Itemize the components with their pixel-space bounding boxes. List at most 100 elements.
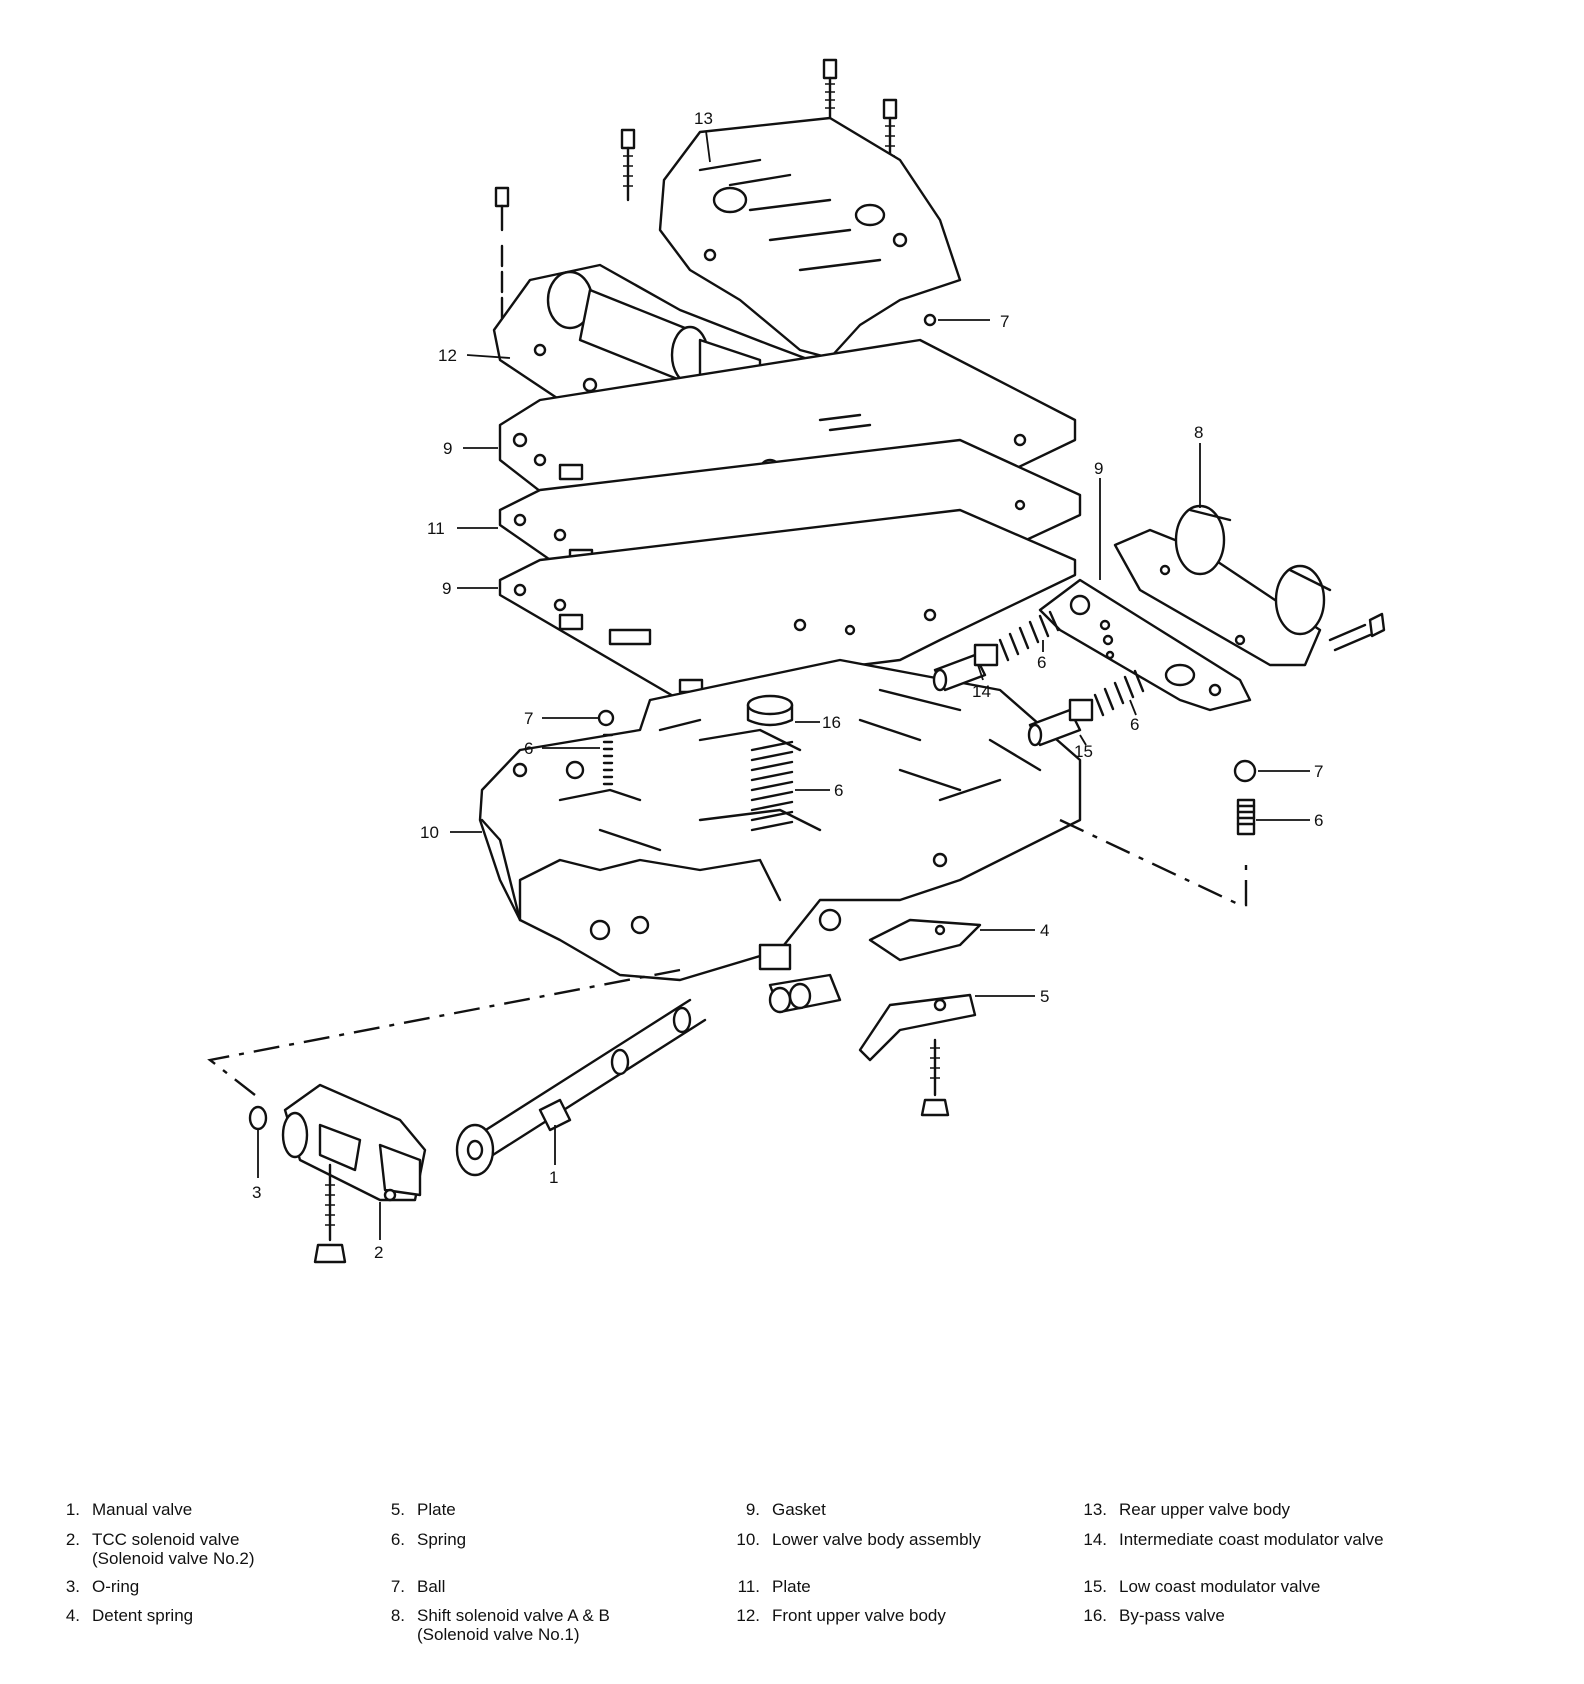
guide-line-right bbox=[1059, 818, 1248, 907]
legend-label: TCC solenoid valve(Solenoid valve No.2) bbox=[92, 1530, 255, 1568]
legend-label: By-pass valve bbox=[1119, 1606, 1225, 1625]
callout-7: 7 bbox=[1000, 312, 1009, 331]
rear-upper-valve-body bbox=[658, 116, 962, 360]
lower-valve-body-assembly bbox=[478, 658, 1082, 982]
legend-label-line: TCC solenoid valve bbox=[92, 1530, 240, 1549]
legend-label-line: Manual valve bbox=[92, 1500, 193, 1519]
callout-5: 5 bbox=[1040, 987, 1049, 1006]
legend-number: 11. bbox=[737, 1577, 760, 1596]
legend-number: 13. bbox=[1083, 1500, 1107, 1519]
callout-7: 7 bbox=[524, 709, 533, 728]
shift-solenoid-valve bbox=[1113, 504, 1332, 667]
legend-label: Rear upper valve body bbox=[1119, 1500, 1290, 1519]
spring-right bbox=[1236, 798, 1256, 836]
callout-16: 16 bbox=[822, 713, 841, 732]
legend-label: Lower valve body assembly bbox=[772, 1530, 981, 1549]
legend-label-line: Lower valve body assembly bbox=[772, 1530, 981, 1549]
legend-label-line: Ball bbox=[417, 1577, 446, 1596]
legend-label: Shift solenoid valve A & B(Solenoid valv… bbox=[417, 1606, 610, 1644]
manual-valve bbox=[455, 998, 707, 1177]
callout-14: 14 bbox=[972, 682, 991, 701]
legend-label-line: Rear upper valve body bbox=[1119, 1500, 1291, 1519]
callout-9: 9 bbox=[442, 579, 451, 598]
by-pass-valve bbox=[746, 694, 794, 727]
callout-6: 6 bbox=[1314, 811, 1323, 830]
solenoid-2-bolt bbox=[313, 1163, 347, 1264]
callout-6: 6 bbox=[1037, 653, 1046, 672]
bolt-rear-right bbox=[882, 98, 898, 174]
legend-label-line: Front upper valve body bbox=[772, 1606, 946, 1625]
legend-label: Spring bbox=[417, 1530, 466, 1549]
bolt-rear-left bbox=[822, 58, 838, 124]
solenoid-gasket bbox=[1038, 578, 1252, 712]
legend-number: 10. bbox=[736, 1530, 760, 1549]
callout-9: 9 bbox=[443, 439, 452, 458]
callout-labels: 13 7 12 9 11 9 9 8 6 14 6 15 7 6 16 6 10… bbox=[252, 109, 1323, 1262]
callout-6: 6 bbox=[1130, 715, 1139, 734]
o-ring bbox=[248, 1105, 268, 1131]
exploded-valve-body-diagram: 13 7 12 9 11 9 9 8 6 14 6 15 7 6 16 6 10… bbox=[207, 58, 1386, 1264]
legend-number: 14. bbox=[1083, 1530, 1107, 1549]
gasket-bottom bbox=[498, 508, 1077, 702]
ball-right bbox=[1233, 759, 1257, 783]
legend-label-line: (Solenoid valve No.1) bbox=[417, 1625, 580, 1644]
callout-3: 3 bbox=[252, 1183, 261, 1202]
legend-number: 8. bbox=[390, 1606, 405, 1625]
legend-label: Manual valve bbox=[92, 1500, 192, 1519]
legend-label: Front upper valve body bbox=[772, 1606, 946, 1625]
legend-label-line: Shift solenoid valve A & B bbox=[417, 1606, 610, 1625]
detent-roller bbox=[768, 973, 842, 1014]
legend-label: Plate bbox=[772, 1577, 811, 1596]
legend-number: 2. bbox=[65, 1530, 80, 1549]
legend-label: Ball bbox=[417, 1577, 445, 1596]
bolt-front-right bbox=[620, 128, 636, 202]
legend-number: 1. bbox=[65, 1500, 80, 1519]
tcc-solenoid-valve bbox=[281, 1083, 427, 1202]
legend-number: 9. bbox=[745, 1500, 760, 1519]
legend-label-line: O-ring bbox=[92, 1577, 140, 1596]
plate-5 bbox=[858, 993, 977, 1062]
legend-label-line: Intermediate coast modulator valve bbox=[1119, 1530, 1384, 1549]
callout-7: 7 bbox=[1314, 762, 1323, 781]
callout-8: 8 bbox=[1194, 423, 1203, 442]
legend-label-line: Plate bbox=[417, 1500, 456, 1519]
legend-number: 4. bbox=[65, 1606, 80, 1625]
legend-label: Intermediate coast modulator valve bbox=[1119, 1530, 1384, 1549]
legend-number: 3. bbox=[65, 1577, 80, 1596]
callout-6: 6 bbox=[524, 739, 533, 758]
legend-label-line: (Solenoid valve No.2) bbox=[92, 1549, 255, 1568]
legend-label: O-ring bbox=[92, 1577, 139, 1596]
spring-15 bbox=[1093, 669, 1145, 717]
spring-14 bbox=[998, 610, 1060, 662]
legend-label: Low coast modulator valve bbox=[1119, 1577, 1320, 1596]
low-coast-modulator-valve bbox=[1027, 698, 1094, 747]
legend-label-line: Plate bbox=[772, 1577, 811, 1596]
callout-9: 9 bbox=[1094, 459, 1103, 478]
spring-center bbox=[750, 740, 794, 832]
legend-number: 16. bbox=[1083, 1606, 1107, 1625]
plate-bolt bbox=[920, 1038, 950, 1117]
callout-4: 4 bbox=[1040, 921, 1049, 940]
leader-lines bbox=[257, 130, 1310, 1240]
callout-12: 12 bbox=[438, 346, 457, 365]
callout-10: 10 bbox=[420, 823, 439, 842]
legend-label-line: By-pass valve bbox=[1119, 1606, 1225, 1625]
spring-left bbox=[602, 733, 614, 786]
legend-label-line: Detent spring bbox=[92, 1606, 194, 1625]
callout-2: 2 bbox=[374, 1243, 383, 1262]
legend-number: 5. bbox=[390, 1500, 405, 1519]
callout-11: 11 bbox=[427, 519, 445, 538]
legend-number: 12. bbox=[736, 1606, 760, 1625]
legend-label-line: Spring bbox=[417, 1530, 467, 1549]
legend-label: Plate bbox=[417, 1500, 456, 1519]
callout-15: 15 bbox=[1074, 742, 1093, 761]
callout-6: 6 bbox=[834, 781, 843, 800]
intermediate-coast-modulator-valve bbox=[932, 643, 999, 692]
legend-number: 6. bbox=[390, 1530, 405, 1549]
legend-number: 7. bbox=[390, 1577, 405, 1596]
legend-label: Detent spring bbox=[92, 1606, 193, 1625]
legend-label-line: Gasket bbox=[772, 1500, 826, 1519]
callout-13: 13 bbox=[694, 109, 713, 128]
bolt-front-left bbox=[494, 186, 510, 322]
callout-1: 1 bbox=[549, 1168, 558, 1187]
